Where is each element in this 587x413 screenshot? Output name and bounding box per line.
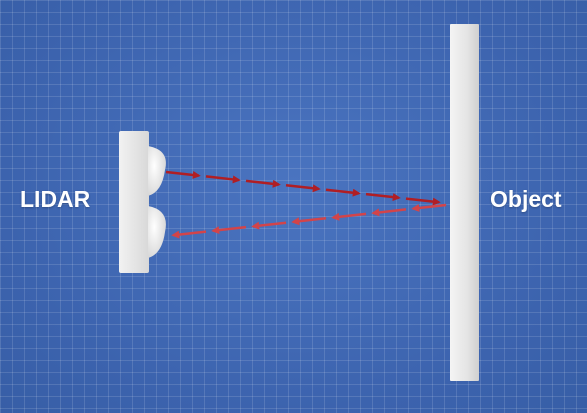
- emitted-beam-segment: [325, 188, 361, 197]
- reflected-beam-segment: [371, 208, 407, 217]
- emitted-beam: [165, 170, 441, 206]
- emitted-beam-segment: [285, 184, 321, 193]
- reflected-beam: [171, 203, 447, 239]
- reflected-beam-segment: [251, 221, 287, 230]
- lidar-label: LIDAR: [20, 186, 91, 212]
- emitted-beam-segment: [405, 197, 441, 206]
- reflected-beam-segment: [211, 225, 247, 235]
- object-wall-icon: [450, 24, 479, 381]
- reflected-beam-segment: [411, 203, 447, 212]
- lidar-sensor-icon: [119, 131, 166, 273]
- reflected-beam-segment: [291, 217, 327, 226]
- emitted-beam-segment: [205, 175, 241, 184]
- emitted-beam-segment: [245, 179, 281, 188]
- emitted-beam-segment: [165, 170, 201, 179]
- object-label: Object: [490, 186, 562, 212]
- reflected-beam-segment: [171, 230, 207, 239]
- emitted-beam-segment: [365, 192, 401, 202]
- reflected-beam-segment: [331, 212, 367, 221]
